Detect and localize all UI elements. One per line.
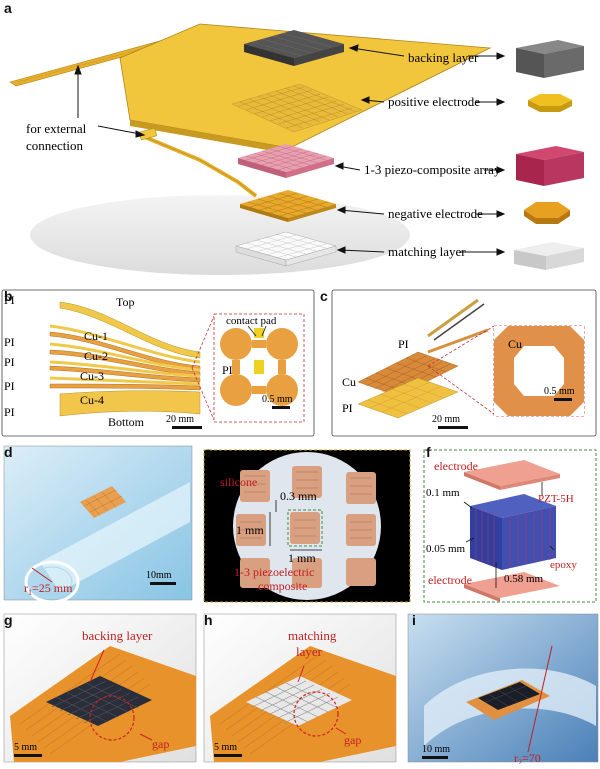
exploded-layers-diagram: backing layer positive electrode 1-3 pie…	[0, 0, 600, 285]
panel-letter-d: d	[4, 444, 13, 460]
panel-c: c	[318, 286, 600, 438]
label-dim-005: 0.05 mm	[426, 543, 466, 555]
label-cu-inset: Cu	[508, 337, 522, 351]
label-electrode-bottom: electrode	[428, 573, 472, 587]
label-scale-d: 10mm	[146, 570, 172, 581]
label-composite-2: composite	[258, 579, 307, 593]
sheet-grid	[231, 83, 363, 133]
bottom-electrode-plate	[464, 572, 560, 602]
label-radius-i: r2=70	[514, 751, 541, 764]
panel-letter-h: h	[204, 612, 213, 628]
label-scale-g: 5 mm	[14, 742, 37, 753]
label-gap-h: gap	[344, 733, 361, 747]
label-pi-inset: PI	[222, 363, 233, 377]
panel-f: f electrode PZ	[414, 442, 600, 604]
label-pi-4: PI	[4, 379, 15, 393]
panel-g: g backing layer gap	[0, 606, 200, 764]
label-epoxy: epoxy	[550, 559, 577, 571]
label-pi-5: PI	[4, 405, 15, 419]
label-pi-top: PI	[398, 337, 409, 351]
transducer-on-tube	[80, 486, 126, 518]
panel-letter-b: b	[4, 288, 13, 304]
panel-e: e silicone 0.3 mm 1 mm 1 mm 1-3 piezoele…	[200, 442, 414, 604]
photo-curved-surface: 10 mm r2=70	[407, 613, 599, 767]
panel-letter-g: g	[4, 612, 13, 628]
pi-mesh-layer	[357, 377, 459, 419]
panel-letter-e: e	[204, 444, 212, 460]
label-dim-058: 0.58 mm	[504, 573, 544, 585]
label-cu1: Cu-1	[84, 329, 108, 343]
contact-pad-pattern	[220, 328, 298, 406]
panel-d: d r1=25 mm 10mm	[0, 442, 196, 604]
panel-letter-c: c	[320, 288, 328, 304]
label-negative-electrode: negative electrode	[388, 206, 483, 221]
matching-layer-block	[235, 231, 337, 267]
label-scale-20: 20 mm	[166, 414, 194, 425]
photo-backing-layer: backing layer gap 5 mm	[3, 613, 197, 763]
label-top: Top	[116, 295, 135, 309]
panel-i: i 10 mm r2=70	[404, 606, 600, 767]
top-electrode-plate	[464, 460, 560, 490]
piezo-array-block	[238, 144, 334, 178]
label-pi-3: PI	[4, 355, 15, 369]
label-radius-d: r1=25 mm	[24, 581, 73, 597]
label-pi-2: PI	[4, 335, 15, 349]
icon-piezo-cube	[516, 146, 584, 186]
panel-letter-f: f	[426, 444, 431, 460]
label-matching-layer: matching layer	[388, 244, 466, 259]
backing-layer-block	[244, 30, 344, 66]
label-bottom: Bottom	[108, 415, 145, 429]
backing-array-g	[46, 676, 152, 726]
label-for-external: for external	[26, 121, 87, 136]
pzt-epoxy-cube	[470, 494, 556, 570]
label-contact-pad: contact pad	[226, 315, 277, 327]
label-electrode-top: electrode	[434, 459, 478, 473]
label-cu3: Cu-3	[80, 369, 104, 383]
panel-letter-i: i	[412, 612, 416, 628]
label-cu: Cu	[342, 375, 356, 389]
negative-electrode-block	[240, 190, 336, 222]
panel-a: a	[0, 0, 600, 285]
label-dim-1v: 1 mm	[236, 523, 264, 537]
label-scale-05: 0.5 mm	[262, 394, 293, 405]
composite-cube-diagram: electrode PZT-5H 0.1 mm 0.05 mm epoxy el…	[423, 449, 597, 603]
label-backing-layer-g: backing layer	[82, 628, 153, 643]
panel-b: b PI Top PI Cu-1	[0, 286, 318, 438]
label-matching-1: matching	[288, 628, 337, 643]
label-piezo-array: 1-3 piezo-composite array	[364, 162, 501, 177]
label-connection: connection	[26, 138, 84, 153]
label-scale-h: 5 mm	[214, 742, 237, 753]
label-scale-i: 10 mm	[422, 744, 450, 755]
label-dim-03: 0.3 mm	[280, 489, 317, 503]
label-positive-electrode: positive electrode	[388, 94, 480, 109]
label-composite-1: 1-3 piezoelectric	[234, 565, 314, 579]
tube-photo: r1=25 mm 10mm	[3, 445, 193, 604]
label-cu2: Cu-2	[84, 349, 108, 363]
label-scale-20-c: 20 mm	[432, 414, 460, 425]
label-scale-05-c: 0.5 mm	[544, 386, 575, 397]
label-pzt: PZT-5H	[538, 493, 574, 505]
label-gap-g: gap	[152, 737, 169, 751]
label-silicone: silicone	[220, 475, 257, 489]
label-dim-1h: 1 mm	[288, 551, 316, 565]
panel-h: h matching layer gap 5 mm	[200, 606, 400, 764]
ground-shadow	[30, 195, 410, 275]
label-cu4: Cu-4	[80, 393, 104, 407]
icon-matching-slab	[514, 242, 584, 270]
transducer-on-curve	[466, 680, 550, 720]
label-pi-bottom: PI	[342, 401, 353, 415]
icon-negative-electrode-disc	[524, 202, 570, 224]
label-pi-1: PI	[4, 293, 15, 307]
label-backing-layer: backing layer	[408, 50, 479, 65]
icon-backing-cube	[516, 40, 584, 78]
flexible-layer-stack: PI Top PI Cu-1 PI Cu-2 PI Cu-3 Cu-4 PI B…	[1, 289, 315, 437]
label-dim-01: 0.1 mm	[426, 487, 460, 499]
panel-letter-a: a	[4, 0, 12, 16]
icon-positive-electrode-disc	[528, 94, 572, 112]
label-matching-2: layer	[296, 644, 323, 659]
photo-matching-layer: matching layer gap 5 mm	[203, 613, 397, 763]
mesh-electrode-diagram: PI Cu PI Cu 20 mm 0.5 mm	[331, 289, 597, 437]
microscope-image: silicone 0.3 mm 1 mm 1 mm 1-3 piezoelect…	[203, 449, 411, 603]
